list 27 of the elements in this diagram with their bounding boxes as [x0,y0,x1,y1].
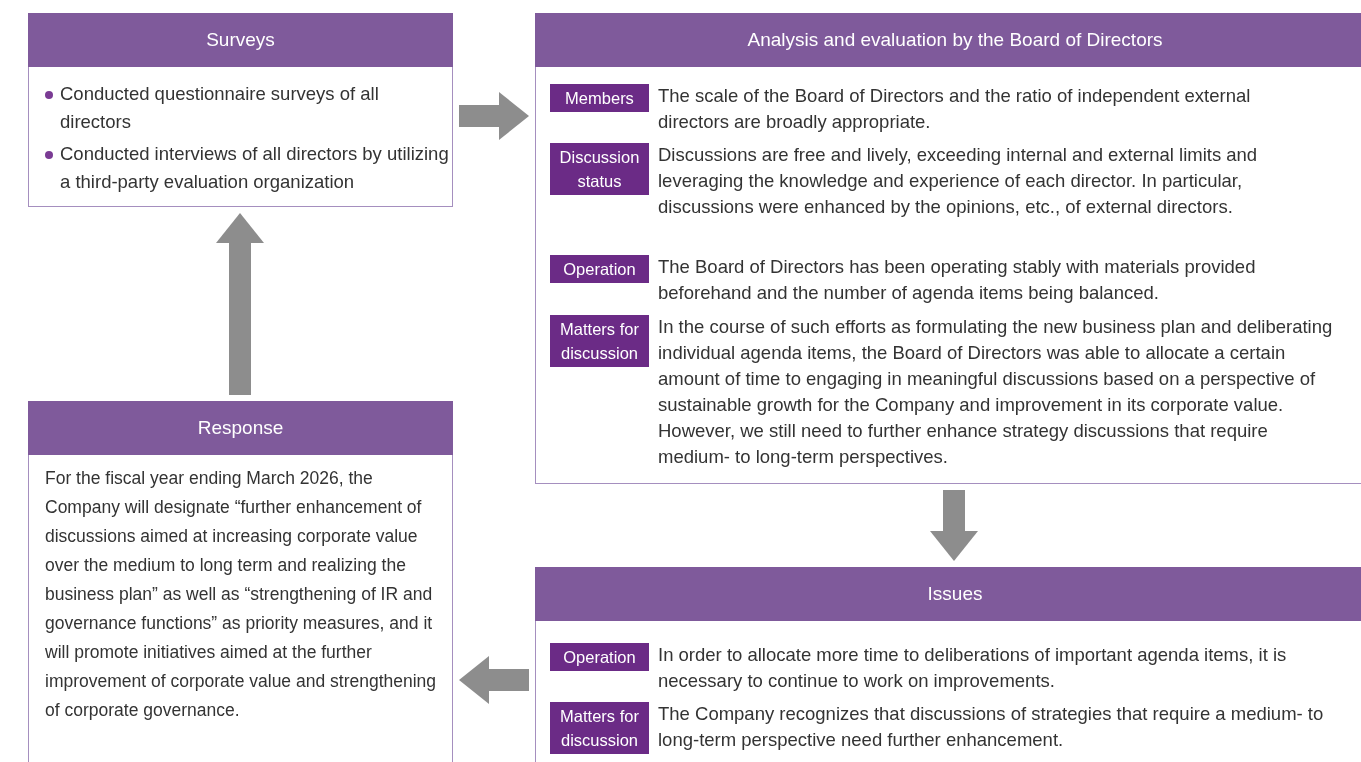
category-tag: Operation [550,255,649,283]
category-tag: Matters for discussion [550,702,649,754]
panel-heading: Response [28,401,453,455]
arrow [459,92,529,140]
description-text: Discussions are free and lively, exceeding internal and external limits and leveraging the knowledge and experience of each director. In particular, discussions were enhanced by the opinions, etc., of external directors. [658,143,1259,219]
description-text: The Board of Directors has been operating stably with materials provided beforehand and the number of agenda items being balanced. [658,255,1257,305]
category-tag: Discussion status [550,143,649,195]
arrow [930,490,978,561]
panel-heading: Issues [535,567,1361,621]
category-tag: Members [550,84,649,112]
description-text: The Company recognizes that discussions of strategies that require a medium- to long-term perspective need further enhancement. [658,702,1325,752]
description-text: In the course of such efforts as formulating the new business plan and deliberating individual agenda items, the Board of Directors was able to allocate a certain amount of time to engaging in meaningful discussions based on a perspective of sustainable growth for the Company and improvement in its corporate value. However, we still need to further enhance strategy discussions that require medium- to long-term perspectives. [658,315,1334,469]
arrow [459,656,529,704]
bullet-text: Conducted interviews of all directors by utilizing a third-party evaluation organization [60,142,450,194]
paragraph: For the fiscal year ending March 2026, the Company will designate “further enhancement of discussions aimed at increasing corporate value over the medium to long term and realizing the business plan” as well as “strengthening of IR and governance functions” as priority measures, and it will promote initiatives aimed at the further improvement of corporate value and strengthening of corporate governance. [45,467,438,722]
panel-heading: Surveys [28,13,453,67]
panel [535,567,1361,762]
bullet-text: Conducted questionnaire surveys of all directors [60,82,380,134]
description-text: In order to allocate more time to deliberations of important agenda items, it is necessary to continue to work on improvements. [658,643,1288,693]
description-text: The scale of the Board of Directors and the ratio of independent external directors are broadly appropriate. [658,84,1252,134]
panel-heading: Analysis and evaluation by the Board of Directors [535,13,1361,67]
panel [28,401,453,762]
category-tag: Matters for discussion [550,315,649,367]
arrow [216,213,264,395]
category-tag: Operation [550,643,649,671]
panel [535,13,1361,484]
panel [28,13,453,207]
